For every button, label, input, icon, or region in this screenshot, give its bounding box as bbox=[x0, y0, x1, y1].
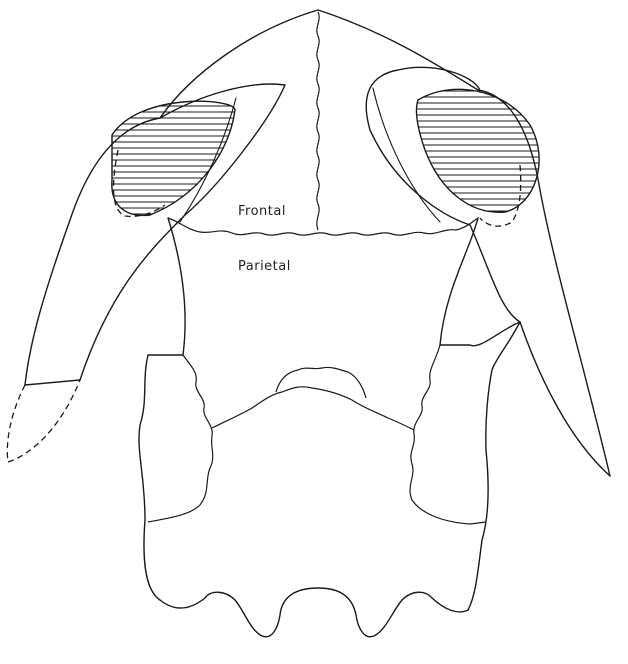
interparietal-suture bbox=[276, 367, 366, 398]
frontal-label: Frontal bbox=[238, 204, 286, 219]
left-orbit-hatching bbox=[100, 100, 245, 220]
left-squamosal-suture bbox=[148, 355, 213, 522]
midline-suture bbox=[317, 12, 319, 230]
right-orbit-dashed-rim bbox=[480, 165, 521, 226]
right-orbit-hatching bbox=[410, 85, 545, 217]
parietal-right-edge bbox=[440, 218, 520, 346]
right-squamosal-outline bbox=[468, 322, 520, 610]
posterior-transverse-suture bbox=[212, 387, 414, 430]
parietal-left-edge bbox=[148, 218, 185, 355]
left-postorbital-tip bbox=[25, 380, 80, 385]
left-squamosal-outline bbox=[139, 355, 160, 600]
left-postorbital-tip-dashed bbox=[7, 380, 80, 462]
occipital-outline bbox=[160, 588, 468, 637]
right-postorbital-bar bbox=[366, 67, 610, 476]
parietal-label: Parietal bbox=[238, 259, 291, 274]
right-squamosal-suture bbox=[410, 345, 486, 524]
frontoparietal-suture bbox=[168, 218, 478, 235]
